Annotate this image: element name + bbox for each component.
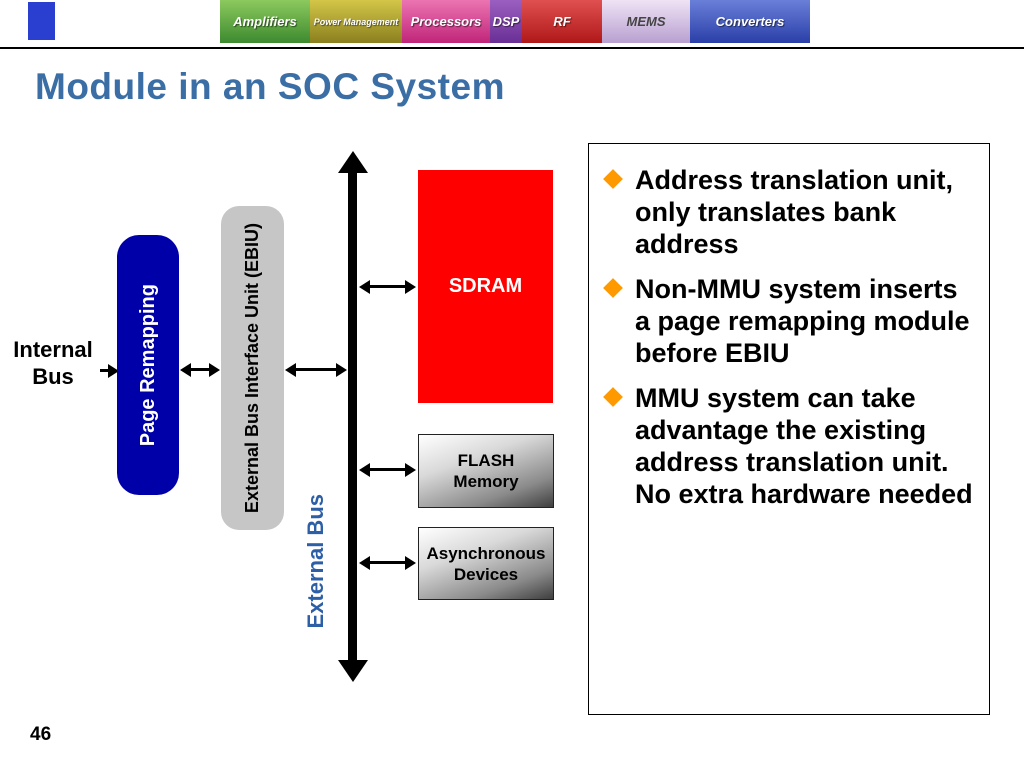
page-remapping-label: Page Remapping	[136, 283, 159, 447]
async-label-line1: Asynchronous	[426, 543, 546, 563]
banner-label-mems: MEMS	[626, 14, 666, 29]
external-bus-arrowhead-bottom	[338, 660, 368, 682]
note-item-3: MMU system can take advantage the existi…	[603, 382, 977, 510]
page-title: Module in an SOC System	[35, 66, 505, 107]
banner-segment-dsp: DSP	[490, 0, 522, 43]
arrow-bus-async	[359, 556, 416, 570]
banner-divider	[0, 47, 1024, 49]
ebiu-box: External Bus Interface Unit (EBIU)	[221, 206, 284, 530]
banner-segment-converters: Converters	[690, 0, 810, 43]
flash-label-line2: Memory	[453, 472, 519, 491]
banner-label-converters: Converters	[715, 14, 785, 29]
banner-blue-block	[28, 2, 55, 40]
notes-list: Address translation unit, only translate…	[603, 164, 977, 510]
ebiu-label: External Bus Interface Unit (EBIU)	[242, 222, 262, 514]
banner-segment-processors: Processors	[402, 0, 490, 43]
diamond-bullet-icon	[603, 278, 623, 298]
external-bus-label-text: External Bus	[303, 493, 328, 629]
note-text-2: Non-MMU system inserts a page remapping …	[635, 274, 970, 368]
sdram-box: SDRAM	[418, 170, 553, 403]
arrow-pageremap-ebiu	[180, 363, 220, 377]
note-item-1: Address translation unit, only translate…	[603, 164, 977, 260]
notes-panel: Address translation unit, only translate…	[588, 143, 990, 715]
banner-segment-mems: MEMS	[602, 0, 690, 43]
internal-bus-arrow	[100, 364, 119, 378]
page-remapping-box: Page Remapping	[117, 235, 179, 495]
diamond-bullet-icon	[603, 169, 623, 189]
external-bus-label: External Bus	[300, 486, 332, 636]
flash-label-line1: FLASH	[457, 451, 515, 470]
sdram-label: SDRAM	[448, 275, 523, 297]
banner-segment-amplifiers: Amplifiers	[220, 0, 310, 43]
banner-label-amplifiers: Amplifiers	[233, 14, 297, 29]
external-bus-arrowhead-top	[338, 151, 368, 173]
page-number: 46	[30, 724, 52, 745]
top-banner: Amplifiers Power Management Processors D…	[0, 0, 1024, 43]
banner-segment-power-management: Power Management	[310, 0, 402, 43]
diamond-bullet-icon	[603, 387, 623, 407]
banner-segment-rf: RF	[522, 0, 602, 43]
note-item-2: Non-MMU system inserts a page remapping …	[603, 273, 977, 369]
flash-memory-box: FLASH Memory	[418, 434, 554, 508]
arrow-ebiu-externalbus	[285, 363, 347, 377]
note-text-3: MMU system can take advantage the existi…	[635, 383, 973, 509]
async-label-line2: Devices	[453, 564, 519, 584]
internal-bus-line1: Internal	[13, 337, 93, 362]
banner-label-dsp: DSP	[492, 14, 520, 29]
note-text-1: Address translation unit, only translate…	[635, 165, 954, 259]
async-devices-box: Asynchronous Devices	[418, 527, 554, 600]
arrow-bus-flash	[359, 463, 416, 477]
external-bus-line	[348, 170, 357, 662]
banner-label-rf: RF	[553, 14, 571, 29]
banner-label-processors: Processors	[410, 14, 482, 29]
internal-bus-label: Internal Bus	[2, 336, 104, 390]
arrow-bus-sdram	[359, 280, 416, 294]
internal-bus-line2: Bus	[32, 364, 74, 389]
banner-label-power-management: Power Management	[313, 16, 399, 27]
